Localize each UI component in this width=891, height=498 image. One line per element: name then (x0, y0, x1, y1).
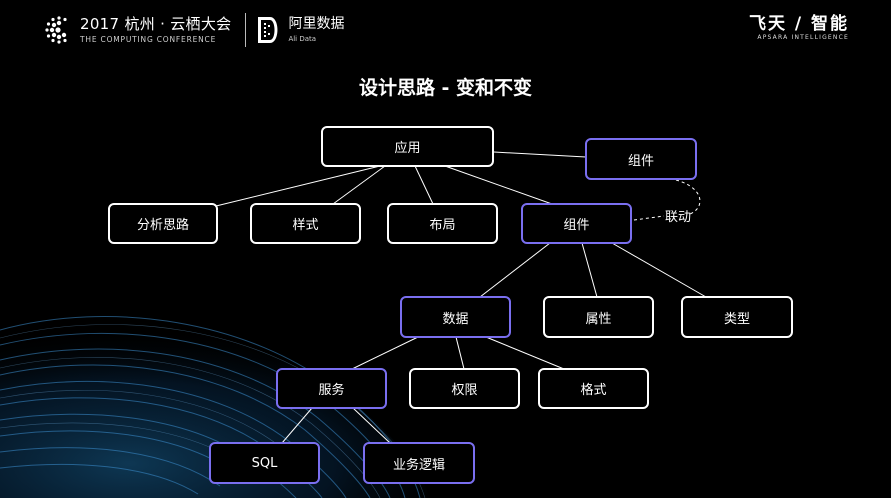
wave-decoration (0, 316, 430, 498)
conference-subtitle: THE COMPUTING CONFERENCE (80, 35, 217, 44)
node-permission: 权限 (409, 368, 520, 409)
connectors (215, 151, 707, 444)
header-divider (245, 13, 247, 47)
brand-name: 飞天 / 智能 (748, 14, 849, 34)
node-component: 组件 (521, 203, 632, 244)
node-format: 格式 (538, 368, 649, 409)
node-business-logic: 业务逻辑 (363, 442, 475, 484)
link-label: 联动 (665, 210, 692, 225)
node-layout: 布局 (387, 203, 498, 244)
brand-header: 飞天 / 智能 APSARA INTELLIGENCE (749, 14, 849, 42)
node-app: 应用 (321, 126, 494, 167)
dashed-link (633, 179, 701, 221)
node-sql: SQL (209, 442, 320, 484)
node-analysis: 分析思路 (108, 203, 218, 244)
node-data: 数据 (400, 296, 511, 338)
ali-data-logo-icon (258, 17, 278, 43)
brand-subtitle: APSARA INTELLIGENCE (757, 34, 849, 41)
node-attribute: 属性 (543, 296, 654, 338)
node-type: 类型 (681, 296, 793, 338)
conference-header: 2017 杭州 · 云栖大会 THE COMPUTING CONFERENCE … (44, 12, 344, 48)
conference-logo-icon (45, 16, 67, 44)
conference-title: 2017 杭州 · 云栖大会 (80, 15, 232, 33)
node-service: 服务 (276, 368, 387, 409)
slide-title: 设计思路 - 变和不变 (358, 77, 533, 99)
node-linked-component: 组件 (585, 138, 697, 180)
partner-name: 阿里数据 (288, 16, 345, 32)
node-style: 样式 (250, 203, 361, 244)
partner-subtitle: Ali Data (288, 35, 317, 43)
